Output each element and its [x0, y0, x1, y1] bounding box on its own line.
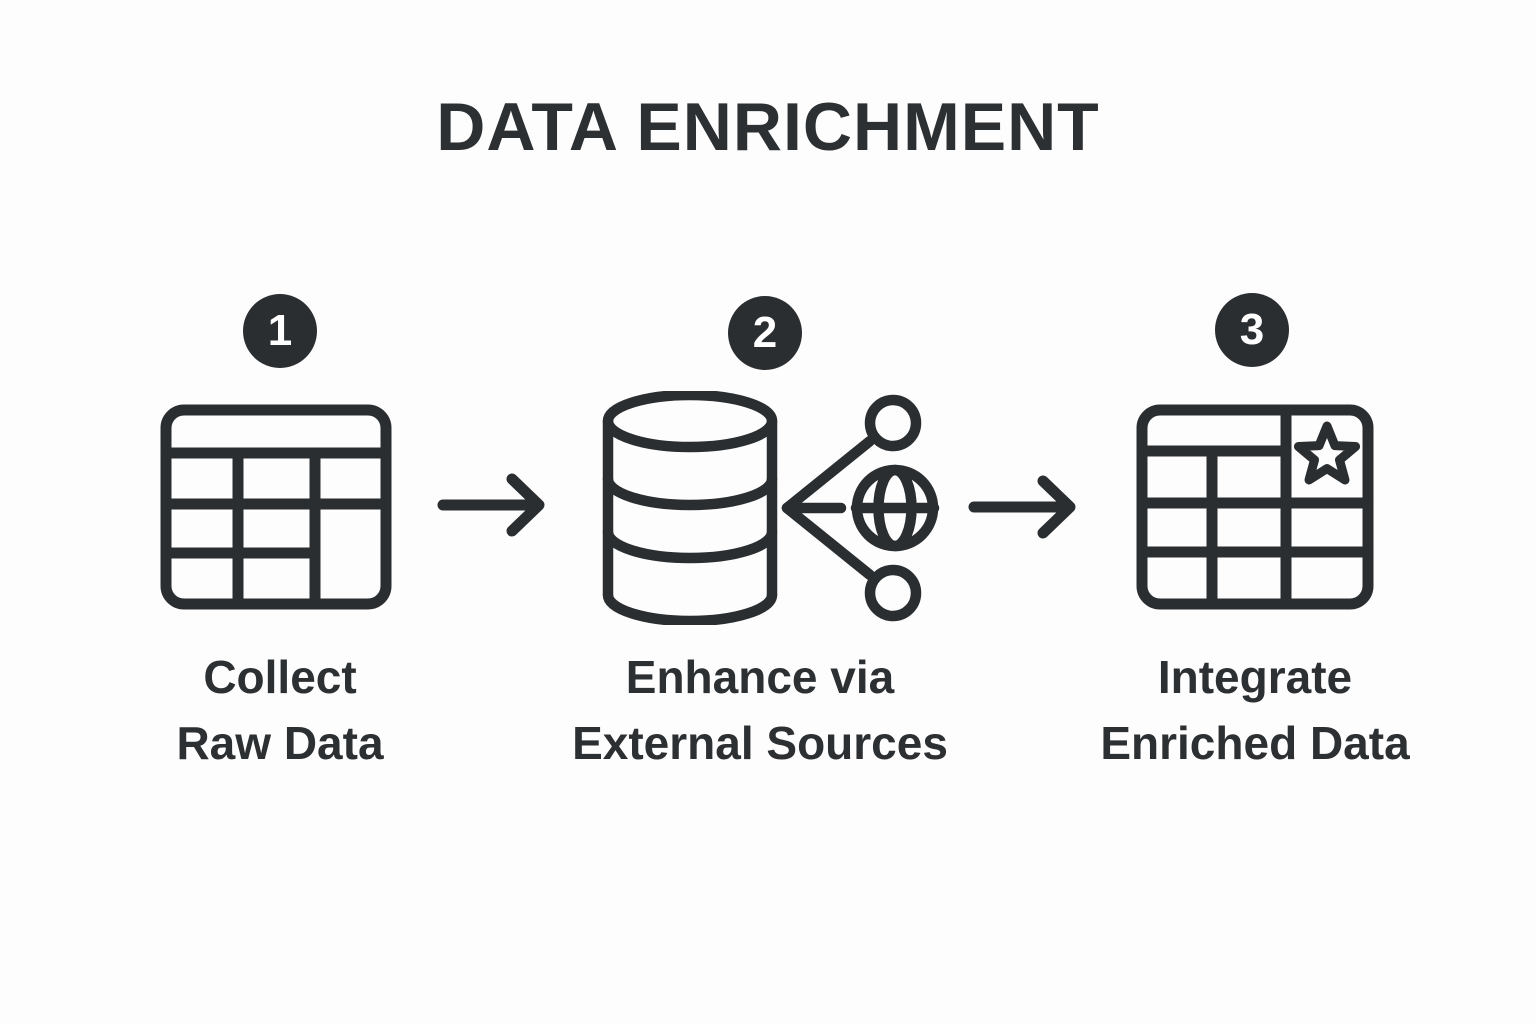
arrow-right-icon: [966, 472, 1086, 547]
step-1-badge: 1: [243, 294, 317, 368]
step-3-label: Integrate Enriched Data: [1020, 644, 1490, 776]
arrow-right-icon: [435, 470, 555, 545]
database-external-sources-icon: [600, 389, 945, 630]
step-1-label-line1: Collect: [203, 651, 357, 703]
step-2-label: Enhance via External Sources: [520, 644, 1000, 776]
step-2-label-line1: Enhance via: [625, 651, 895, 703]
step-3-label-line1: Integrate: [1157, 651, 1353, 703]
table-star-icon: [1136, 404, 1374, 615]
step-1-label: Collect Raw Data: [60, 644, 500, 776]
table-grid-icon: [160, 404, 392, 615]
step-3-label-line2: Enriched Data: [1100, 717, 1410, 769]
star-icon: [1293, 421, 1361, 485]
step-1-number: 1: [267, 306, 293, 355]
step-2-label-line2: External Sources: [572, 717, 948, 769]
step-2-badge: 2: [728, 296, 802, 370]
step-3-badge: 3: [1215, 293, 1289, 367]
step-2-number: 2: [752, 308, 778, 357]
step-3-number: 3: [1239, 305, 1265, 354]
diagram-title: DATA ENRICHMENT: [436, 89, 1100, 165]
step-1-label-line2: Raw Data: [176, 717, 384, 769]
